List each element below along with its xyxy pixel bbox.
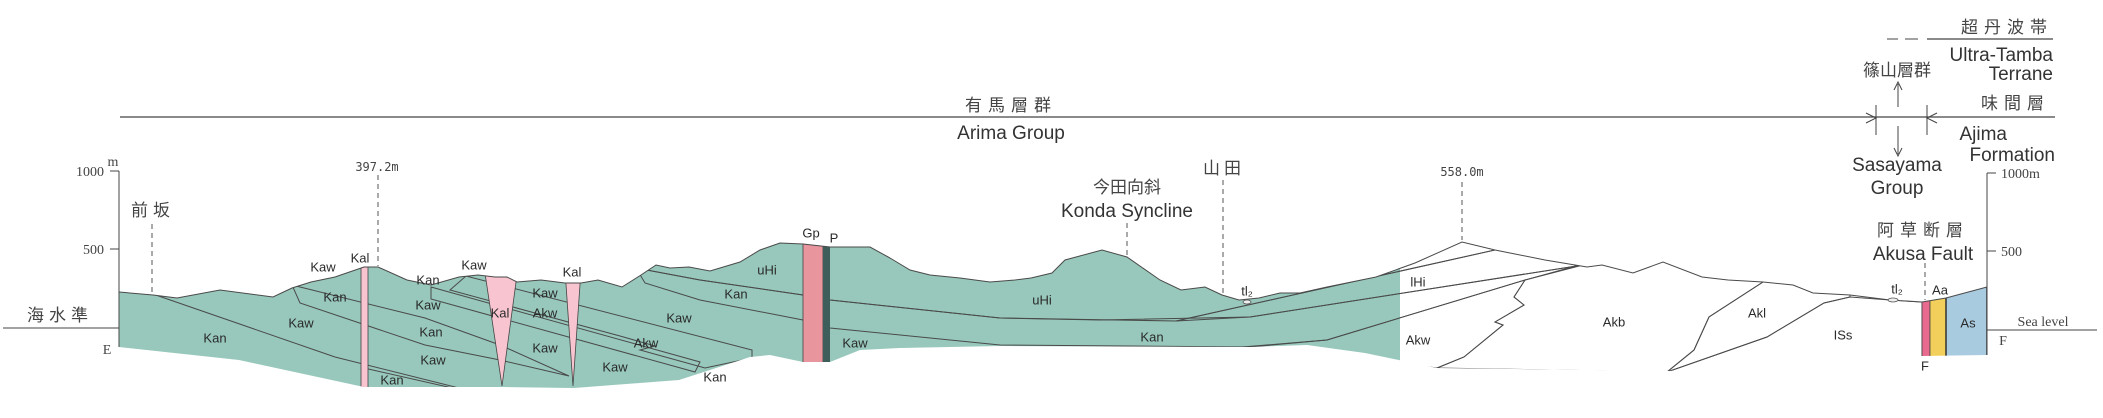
unit-label: Kaw xyxy=(310,260,336,275)
terrace-deposit xyxy=(1242,299,1252,305)
unit-label: Kaw xyxy=(602,360,628,375)
sea-level-jp: 海水準 xyxy=(27,306,93,326)
unit-label: Kal xyxy=(491,306,510,321)
akusa-fault-zone xyxy=(1921,249,1931,388)
sasayama-jp: 篠山層群 xyxy=(1863,61,1931,81)
peak-558-label: 558.0m xyxy=(1440,165,1483,179)
yamada-label: 山田 xyxy=(1203,159,1245,179)
unit-label: tl₂ xyxy=(1241,284,1253,299)
unit-label: Kan xyxy=(419,325,442,340)
unit-labels: Kaw Kal Kan Kan Kaw Kal Kaw Kan Kaw Kan … xyxy=(203,226,1976,388)
end-label-e: E xyxy=(103,343,112,358)
akusa-fault-jp: 阿草断層 xyxy=(1877,221,1969,241)
dike-gp xyxy=(802,242,824,371)
ajima-en: Ajima xyxy=(1959,124,2007,145)
sasayama-en: Sasayama xyxy=(1852,155,1942,176)
unit-label: Aa xyxy=(1932,283,1949,298)
terrace-deposit xyxy=(1887,297,1899,303)
unit-label: Kan xyxy=(724,287,747,302)
unit-label: uHi xyxy=(757,263,777,278)
left-unit: m xyxy=(108,155,119,170)
unit-label: Akw xyxy=(1406,333,1431,348)
ultra-tamba-jp: 超丹波帯 xyxy=(1961,18,2053,38)
unit-akb xyxy=(1436,242,1764,373)
unit-akw xyxy=(448,275,753,369)
unit-label: Kaw xyxy=(532,286,558,301)
ultra-tamba-en: Ultra-Tamba xyxy=(1950,45,2054,66)
unit-label: uHi xyxy=(1032,293,1052,308)
konda-syncline-jp: 今田向斜 xyxy=(1093,178,1161,198)
unit-label: Kaw xyxy=(842,336,868,351)
unit-label: Kaw xyxy=(288,316,314,331)
maesaka-label: 前坂 xyxy=(131,201,175,221)
sea-level-en: Sea level xyxy=(2018,315,2069,330)
unit-label: lHi xyxy=(1410,275,1425,290)
unit-label: Akl xyxy=(1748,306,1766,321)
unit-aa xyxy=(1929,249,1947,388)
unit-label: Kaw xyxy=(415,298,441,313)
group-en: Group xyxy=(1871,178,1924,199)
arima-group-en: Arima Group xyxy=(957,123,1065,144)
right-tick-500: 500 xyxy=(2001,245,2022,260)
unit-label: ISs xyxy=(1834,328,1853,343)
dike-kal xyxy=(360,249,369,388)
right-axis: 1000m 500 Sea level F xyxy=(1986,167,2097,355)
arima-group-jp: 有馬層群 xyxy=(965,96,1057,116)
topographic-profile xyxy=(118,241,1988,303)
left-axis: 1000 m 500 海水準 E xyxy=(3,155,120,358)
unit-label: Kan xyxy=(1140,330,1163,345)
unit-kan xyxy=(291,284,570,377)
ajima-jp: 味間層 xyxy=(1981,94,2050,114)
unit-iss xyxy=(1666,296,1923,388)
unit-label: Akw xyxy=(634,336,659,351)
unit-label: Kan xyxy=(380,373,403,388)
unit-label: Kan xyxy=(323,290,346,305)
unit-kan xyxy=(430,286,701,373)
unit-label: Kan xyxy=(703,370,726,385)
unit-label: Kan xyxy=(203,331,226,346)
unit-label: Kal xyxy=(351,251,370,266)
unit-label: Kaw xyxy=(666,311,692,326)
unit-label: tl₂ xyxy=(1891,282,1903,297)
unit-label: Kaw xyxy=(420,353,446,368)
unit-kaw xyxy=(119,242,1400,388)
unit-label: Kaw xyxy=(532,341,558,356)
akusa-fault-en: Akusa Fault xyxy=(1873,244,1974,265)
unit-label: Kan xyxy=(416,273,439,288)
unit-label: Akw xyxy=(533,306,558,321)
end-label-f: F xyxy=(1999,334,2007,349)
unit-label: Kaw xyxy=(461,258,487,273)
unit-akl xyxy=(1666,242,1851,373)
terrane-en: Terrane xyxy=(1989,64,2053,85)
unit-label: F xyxy=(1921,359,1929,374)
unit-label: As xyxy=(1960,316,1976,331)
dike-p xyxy=(823,242,830,370)
unit-label: Kal xyxy=(563,265,582,280)
konda-syncline-en: Konda Syncline xyxy=(1061,201,1193,222)
boundary-markers xyxy=(1865,80,1938,158)
unit-label: P xyxy=(830,231,839,246)
right-tick-1000: 1000m xyxy=(2001,167,2040,182)
unit-label: Akb xyxy=(1603,315,1625,330)
peak-397-label: 397.2m xyxy=(355,160,398,174)
left-tick-1000: 1000 xyxy=(76,165,104,180)
formation-en: Formation xyxy=(1969,145,2055,166)
unit-label: Gp xyxy=(802,226,819,241)
left-tick-500: 500 xyxy=(83,243,104,258)
